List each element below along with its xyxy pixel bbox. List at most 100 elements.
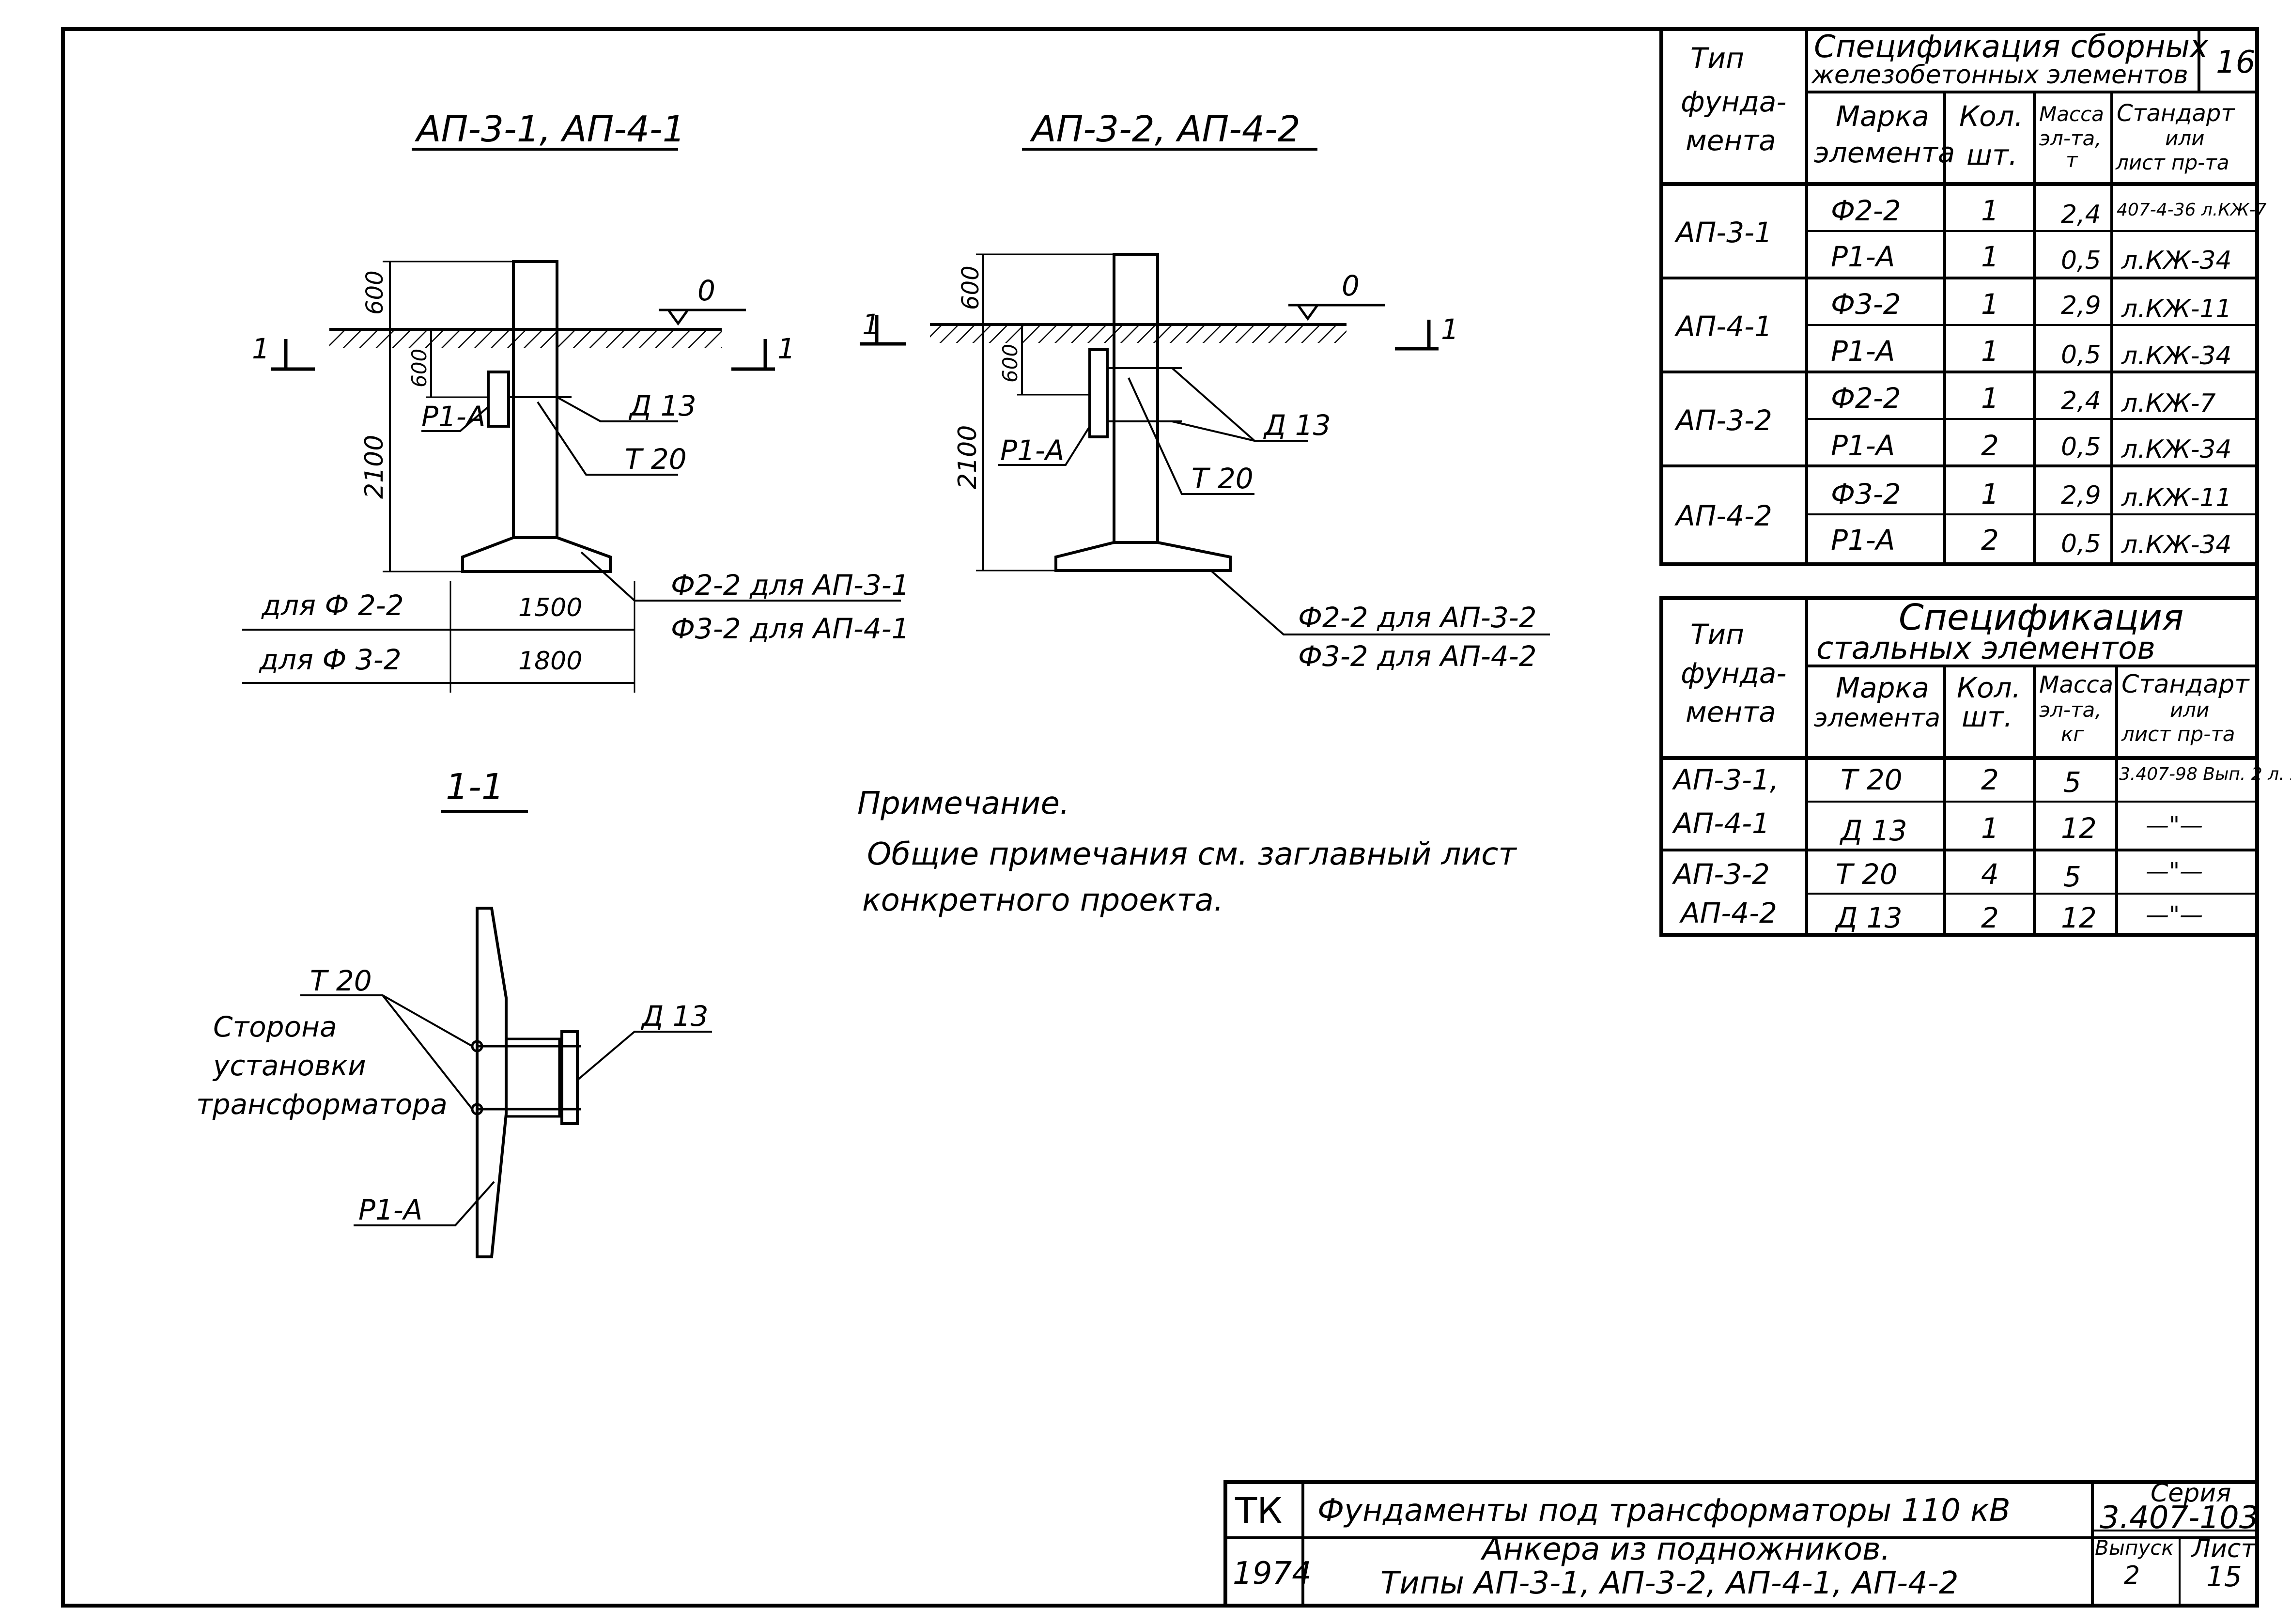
- view-ap-3-2: АП-3-2, АП-4-2 0 1 1 600 600 2100 Р1-А Д…: [860, 108, 1550, 673]
- width-row-1-label: для Ф 2-2: [261, 589, 404, 622]
- col-mark-2: элемента: [1814, 136, 1955, 169]
- width-row-1-value: 1500: [518, 593, 582, 622]
- cell-mass: 0,5: [2061, 340, 2101, 370]
- year: 1974: [1233, 1556, 1312, 1592]
- sheet-title-1: Анкера из подножников.: [1480, 1531, 1890, 1567]
- row-type: АП-4-1: [1672, 807, 1770, 840]
- table-title-2: стальных элементов: [1816, 631, 2155, 666]
- spec-steel-table: Тип фунда- мента Спецификация стальных э…: [1659, 596, 2291, 937]
- bar-label: Т 20: [310, 964, 372, 997]
- cell-qty: 1: [1981, 194, 1999, 227]
- cell-mark: Д 13: [1834, 901, 1903, 934]
- column: [1113, 253, 1159, 544]
- bar-label: Т 20: [1192, 462, 1254, 495]
- sheet-title-2: Типы АП-3-1, АП-3-2, АП-4-1, АП-4-2: [1380, 1565, 1959, 1601]
- cell-mark: Т 20: [1836, 858, 1898, 891]
- side-line-3: трансформатора: [196, 1088, 448, 1121]
- col-std-3: лист пр-та: [2121, 722, 2235, 746]
- cell-mark: Р1-А: [1831, 429, 1895, 462]
- head-type-3: мента: [1686, 124, 1776, 157]
- section-mark-right: 1: [1441, 313, 1459, 346]
- dim-600-plate: 600: [407, 349, 431, 387]
- col-qty-2: шт.: [1966, 139, 2017, 171]
- cell-std: —"—: [2146, 901, 2203, 928]
- cell-mass: 12: [2061, 901, 2097, 934]
- row-type: АП-4-1: [1674, 310, 1772, 343]
- col-std-1: Стандарт: [2121, 670, 2250, 699]
- row-type: АП-4-2: [1674, 499, 1772, 532]
- col-std-3: лист пр-та: [2115, 151, 2229, 174]
- base-label-1: Ф2-2 для АП-3-2: [1298, 601, 1537, 634]
- table-title-1: Спецификация: [1899, 597, 2183, 638]
- column-section: [476, 907, 508, 1258]
- section-title: 1-1: [446, 766, 504, 808]
- note-line-2: конкретного проекта.: [862, 882, 1223, 918]
- level-mark: 0: [1342, 269, 1360, 302]
- section-mark-left: 1: [252, 332, 270, 365]
- cell-std: 407-4-36 л.КЖ-7: [2117, 200, 2267, 220]
- issue-value: 2: [2124, 1561, 2140, 1590]
- dim-2100: 2100: [953, 425, 982, 489]
- cell-qty: 2: [1981, 524, 1999, 557]
- cell-qty: 2: [1981, 763, 1999, 796]
- cell-mass: 2,9: [2061, 481, 2101, 510]
- head-type-1: Тип: [1690, 42, 1744, 75]
- section-mark-left: 1: [862, 308, 880, 341]
- issue-label: Выпуск: [2095, 1536, 2174, 1560]
- row-type: АП-3-2: [1674, 404, 1772, 437]
- cell-mark: Ф2-2: [1831, 382, 1901, 415]
- cell-mass: 0,5: [2061, 433, 2101, 462]
- cell-qty: 1: [1981, 240, 1999, 273]
- sheet-label: Лист: [2191, 1534, 2256, 1563]
- col-qty-1: Кол.: [1957, 671, 2021, 704]
- side-line-1: Сторона: [213, 1010, 337, 1043]
- cell-mark: Т 20: [1841, 763, 1903, 796]
- cell-mass: 5: [2063, 766, 2081, 799]
- cell-mass: 0,5: [2061, 246, 2101, 275]
- view-title: АП-3-1, АП-4-1: [415, 108, 685, 150]
- col-mark-1: Марка: [1836, 671, 1929, 704]
- head-type-3: мента: [1686, 696, 1776, 728]
- cell-mark: Ф3-2: [1831, 478, 1901, 510]
- dim-600-top: 600: [361, 270, 388, 315]
- cell-mass: 2,9: [2061, 291, 2101, 320]
- row-type: АП-3-1,: [1672, 763, 1779, 796]
- col-qty-1: Кол.: [1959, 100, 2023, 133]
- cell-qty: 1: [1981, 478, 1999, 510]
- spec-concrete-table: Тип фунда- мента Спецификация сборных же…: [1659, 27, 2267, 566]
- cell-mark: Р1-А: [1831, 240, 1895, 273]
- section-1-1: 1-1 Т 20 Сторона установки трансформатор…: [196, 766, 712, 1258]
- width-row-2-label: для Ф 3-2: [259, 643, 402, 676]
- cell-qty: 1: [1981, 382, 1999, 415]
- view-title: АП-3-2, АП-4-2: [1030, 108, 1300, 150]
- ground-hatch: [329, 329, 722, 348]
- col-mass-2: эл-та,: [2039, 126, 2102, 150]
- cell-mass: 12: [2061, 812, 2097, 845]
- cell-std: 3.407-98 Вып. 2 л. 28: [2119, 764, 2291, 784]
- cell-mass: 0,5: [2061, 529, 2101, 558]
- footing: [1054, 541, 1232, 572]
- bolt-label: Д 13: [1263, 409, 1331, 442]
- head-type-2: фунда-: [1681, 657, 1786, 690]
- anchor-plate: [487, 371, 510, 428]
- cell-std: л.КЖ-11: [2121, 294, 2232, 324]
- footing: [461, 536, 612, 573]
- cell-qty: 2: [1981, 901, 1999, 934]
- base-label-2: Ф3-2 для АП-4-2: [1298, 640, 1537, 673]
- note-line-1: Общие примечания см. заглавный лист: [867, 836, 1517, 872]
- note: Примечание. Общие примечания см. заглавн…: [857, 786, 1517, 918]
- col-qty-2: шт.: [1962, 700, 2012, 733]
- plate-section: [505, 1037, 561, 1118]
- plate-label: Р1-А: [358, 1193, 422, 1226]
- base-label-1: Ф2-2 для АП-3-1: [671, 569, 910, 602]
- cell-std: л.КЖ-34: [2121, 246, 2232, 275]
- cell-qty: 1: [1981, 288, 1999, 321]
- col-std-2: или: [2170, 698, 2209, 722]
- row-type: АП-3-2: [1672, 858, 1770, 891]
- cell-qty: 4: [1981, 858, 1999, 891]
- cell-mark: Ф2-2: [1831, 194, 1901, 227]
- anchor-plate-left: [1088, 348, 1109, 438]
- cell-std: л.КЖ-11: [2121, 483, 2232, 512]
- level-mark: 0: [697, 274, 715, 307]
- project-title: Фундаменты под трансформаторы 110 кВ: [1317, 1493, 2011, 1529]
